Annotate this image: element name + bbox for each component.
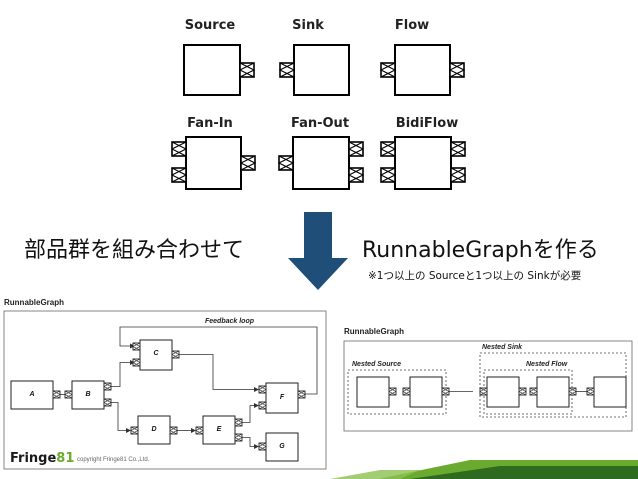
node-f-label: F (279, 394, 285, 401)
down-arrow-icon (288, 212, 348, 290)
nested-sink-label: Nested Sink (482, 344, 523, 351)
fan-in-shape (171, 136, 256, 190)
node-e-label: E (216, 426, 222, 433)
fan-out-shape (278, 136, 364, 190)
shape-label-bidiflow: BidiFlow (395, 116, 459, 131)
feedback-loop-label: Feedback loop (205, 318, 255, 325)
bidiflow-shape (380, 136, 466, 190)
copyright-text: copyright Fringe81 Co.,Ltd. (77, 457, 150, 463)
left-panel-diagram (3, 310, 327, 470)
node-c-label: C (153, 350, 159, 357)
shape-label-flow: Flow (394, 18, 430, 33)
footer-stripes (330, 460, 638, 479)
sink-shape (279, 44, 350, 96)
requirement-note: ※1つ以上の Sourceと1つ以上の Sinkが必要 (368, 270, 582, 282)
shape-label-fan-out: Fan-Out (290, 116, 350, 131)
left-panel-title: RunnableGraph (4, 298, 65, 307)
node-a-label: A (29, 391, 35, 398)
flow-shape (380, 44, 465, 96)
node-d-label: D (151, 426, 157, 433)
right-panel-diagram (343, 340, 633, 432)
left-caption: 部品群を組み合わせて (24, 238, 245, 263)
right-caption: RunnableGraphを作る (362, 238, 599, 263)
brand-text: Fringe (10, 451, 57, 466)
shape-label-fan-in: Fan-In (187, 116, 233, 131)
shape-label-source: Source (184, 18, 236, 33)
right-panel-title: RunnableGraph (344, 327, 405, 336)
source-shape (183, 44, 255, 96)
nested-flow-label: Nested Flow (526, 361, 568, 368)
node-b-label: B (85, 391, 91, 398)
brand-number: 81 (56, 451, 75, 466)
shape-label-sink: Sink (292, 18, 324, 33)
brand-logo: Fringe81 (10, 451, 74, 466)
nested-source-label: Nested Source (352, 361, 402, 368)
node-g-label: G (279, 443, 285, 450)
